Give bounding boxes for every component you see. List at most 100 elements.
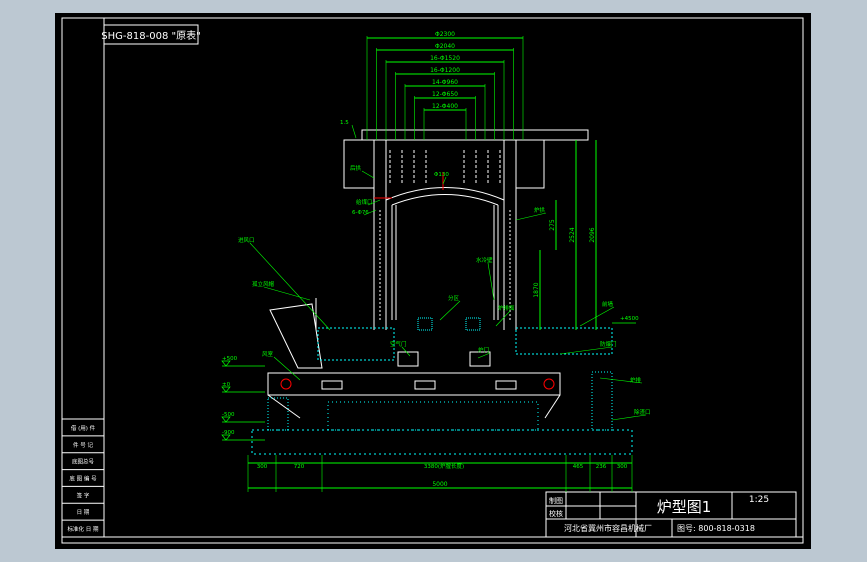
annotation-label: 炉排面 — [498, 304, 515, 312]
stamp-row-label: 借 (用) 件 — [71, 424, 96, 432]
level-triangle — [221, 386, 231, 393]
annotation-labels: 风室进风口孤立风帽炉排空气门炉门分区水冷壁防爆门炉拱除渣口给煤口前墙后拱1.5Φ… — [238, 120, 651, 421]
rear-arch-brickwork — [515, 327, 613, 355]
furnace-arch — [385, 187, 505, 201]
grate-body — [267, 372, 561, 396]
top-dimension-label: 12-Φ650 — [432, 91, 458, 98]
annotation-label: 1.5 — [340, 120, 349, 126]
bottom-dimension-label: 300 — [257, 464, 268, 470]
right-height-dimensions: 2096 2524 275 1870 — [533, 140, 597, 330]
leader-line — [495, 310, 511, 327]
coal-hopper — [269, 303, 323, 369]
top-dimension-label: Φ2300 — [435, 31, 455, 38]
annotation-label: 风室 — [262, 350, 274, 358]
leader-line — [363, 209, 377, 216]
right-dimension-label: 2096 — [589, 227, 596, 242]
drawing-paper — [55, 13, 811, 549]
annotation-label: 水冷壁 — [476, 256, 493, 264]
level-label: +500 — [222, 356, 238, 362]
level-triangle — [221, 360, 231, 367]
annotation-label: 防爆门 — [600, 340, 617, 348]
red-accents — [280, 172, 555, 390]
annotation-label: 孤立风帽 — [252, 280, 275, 288]
top-dimension-label: 16-Φ1200 — [430, 67, 460, 74]
stamp-row-label: 签 字 — [77, 491, 90, 499]
leader-line — [515, 212, 547, 221]
masonry-hatching — [251, 317, 633, 455]
leader-line — [351, 124, 357, 139]
stamp-row-label: 底 图 编 号 — [69, 475, 97, 483]
leader-line — [439, 300, 461, 321]
level-label: -900 — [222, 430, 235, 436]
right-dimension-label: 2524 — [569, 227, 576, 242]
annotation-label: 炉排 — [630, 376, 642, 384]
front-arch-brickwork — [317, 327, 395, 361]
level-label: -500 — [222, 412, 235, 418]
leader-line — [487, 262, 495, 301]
leader-line — [367, 199, 381, 206]
title-block-label-draw: 制图 — [549, 496, 563, 505]
top-dimension-label: 16-Φ1520 — [430, 55, 460, 62]
annotation-label: 6-Φ76 — [352, 210, 369, 216]
top-dimension-label: Φ2040 — [435, 43, 455, 50]
bottom-dimension-label: 3380(炉膛长度) — [424, 462, 464, 470]
annotation-label: 炉拱 — [534, 206, 546, 214]
annotation-label: 后拱 — [350, 164, 362, 172]
door-left — [397, 351, 419, 367]
inner-border — [103, 17, 804, 538]
drawing-scale: 1:25 — [749, 495, 769, 505]
annotation-label: 进风口 — [238, 236, 255, 244]
leader-line — [611, 414, 647, 421]
top-dimension-label: 14-Φ960 — [432, 79, 458, 86]
total-dimension-label: 5000 — [432, 481, 447, 488]
bottom-dimension-label: 465 — [573, 464, 584, 470]
door-right — [469, 351, 491, 367]
bottom-dimension-label: 300 — [617, 464, 628, 470]
level-triangle — [221, 434, 231, 441]
stamp-row-label: 标准化 日 期 — [68, 525, 99, 533]
leader-line — [477, 352, 491, 359]
right-dimension-label: 1870 — [533, 282, 540, 297]
leader-line — [559, 346, 613, 355]
annotation-label: 分区 — [448, 294, 460, 302]
stamp-row-label: 底图总号 — [72, 458, 95, 466]
ash-pit-hatch — [327, 401, 539, 431]
company-name: 河北省冀州市容昌机械厂 — [564, 523, 652, 533]
leader-line — [273, 356, 301, 381]
top-header — [361, 129, 589, 141]
level-triangle — [221, 416, 231, 423]
roller-left — [280, 378, 292, 390]
corner-tag-text: SHG-818-008 "原表" — [101, 29, 200, 42]
bottom-dimension-label: 236 — [596, 464, 607, 470]
annotation-label: 炉门 — [478, 346, 489, 354]
furnace-structure — [267, 129, 589, 419]
right-dimension-label: 275 — [549, 219, 556, 231]
bottom-length-dimensions: 300 720 3380(炉膛长度) 465 236 300 5000 — [247, 455, 633, 492]
annotation-label: Φ130 — [434, 172, 449, 178]
leader-line — [579, 306, 615, 327]
stamp-row-label: 件 号 记 — [73, 441, 93, 449]
annotation-label: 除渣口 — [634, 408, 651, 416]
title-block-label-check: 校核 — [549, 509, 563, 518]
level-marks: +500 ±0 -500 -900 +4500 — [221, 316, 639, 441]
drawing-number: 图号: 800-818-0318 — [677, 524, 755, 533]
tube-columns — [379, 150, 511, 322]
corner-tag: SHG-818-008 "原表" — [101, 24, 201, 45]
leader-line — [599, 377, 643, 384]
level-label-right: +4500 — [620, 316, 639, 322]
annotation-label: 给煤口 — [356, 198, 373, 206]
top-dimension-label: 12-Φ400 — [432, 103, 458, 110]
drawing-title: 炉型图1 — [657, 498, 712, 516]
foundation-hatch — [251, 429, 633, 455]
annotation-label: 空气门 — [390, 340, 407, 348]
leader-line — [442, 176, 447, 185]
leader-line — [401, 346, 411, 357]
leader-line — [263, 286, 311, 301]
level-label: ±0 — [222, 382, 231, 388]
leader-line — [249, 242, 331, 331]
roller-right — [543, 378, 555, 390]
bottom-dimension-label: 720 — [294, 464, 305, 470]
